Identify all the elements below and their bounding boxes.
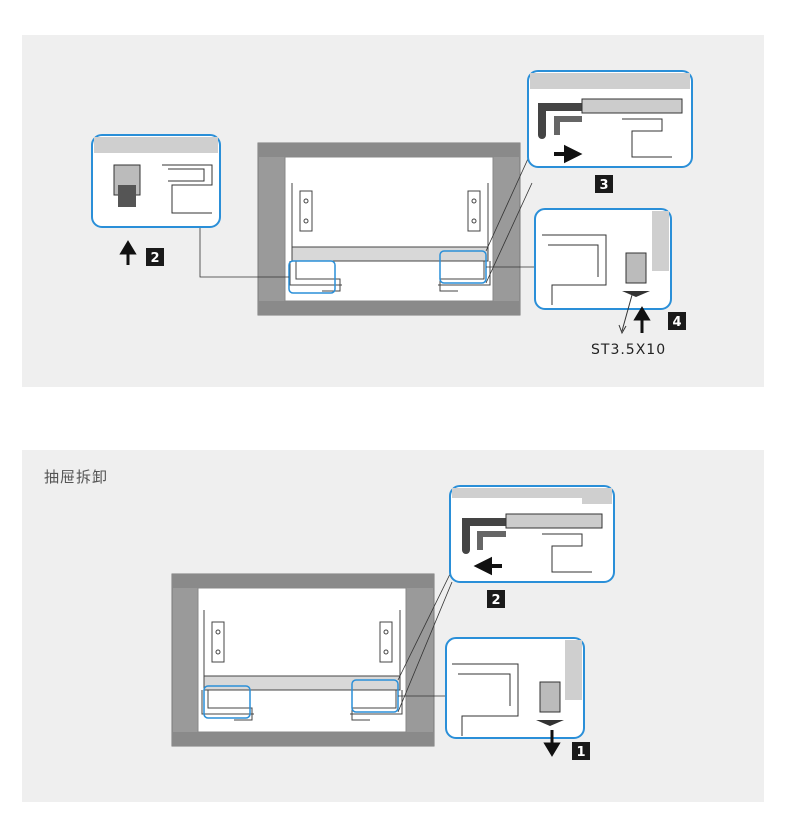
step-number: 2 (491, 593, 500, 608)
callout-connectors (199, 149, 537, 284)
callout-2-detail (449, 485, 615, 583)
callout-1-detail (445, 637, 585, 739)
step-number: 1 (576, 745, 585, 760)
callout-4-detail (534, 208, 672, 310)
step-badge-2: 2 (146, 248, 164, 266)
arrow-right-icon (554, 144, 583, 164)
callout-2-detail (91, 134, 221, 228)
screw-pointer (618, 294, 633, 335)
step-number: 4 (672, 315, 681, 330)
step-badge-4: 4 (668, 312, 686, 330)
arrow-down-icon (543, 730, 561, 757)
callout-3-detail (527, 70, 693, 168)
drawer-box (289, 183, 491, 292)
step-badge-1: 1 (572, 742, 590, 760)
screw-spec-label: ST3.5X10 (591, 342, 666, 358)
removal-diagram: 2 1 (171, 485, 615, 760)
step-badge-2: 2 (487, 590, 505, 608)
install-diagram-panel: 2 3 (22, 35, 764, 387)
callout-connectors (397, 569, 453, 713)
drawer-box (201, 610, 403, 721)
arrow-left-icon (473, 556, 502, 576)
step-number: 3 (599, 178, 608, 193)
install-diagram: 2 3 (91, 70, 693, 358)
step-badge-3: 3 (595, 175, 613, 193)
removal-diagram-panel: 抽屉拆卸 (22, 450, 764, 802)
cabinet-frame (257, 142, 521, 316)
arrow-up-icon (633, 306, 651, 333)
arrow-up-icon (119, 240, 137, 265)
highlight-left-lock (203, 685, 251, 719)
step-number: 2 (150, 251, 159, 266)
cabinet-frame (171, 573, 435, 747)
section-title: 抽屉拆卸 (44, 468, 109, 486)
